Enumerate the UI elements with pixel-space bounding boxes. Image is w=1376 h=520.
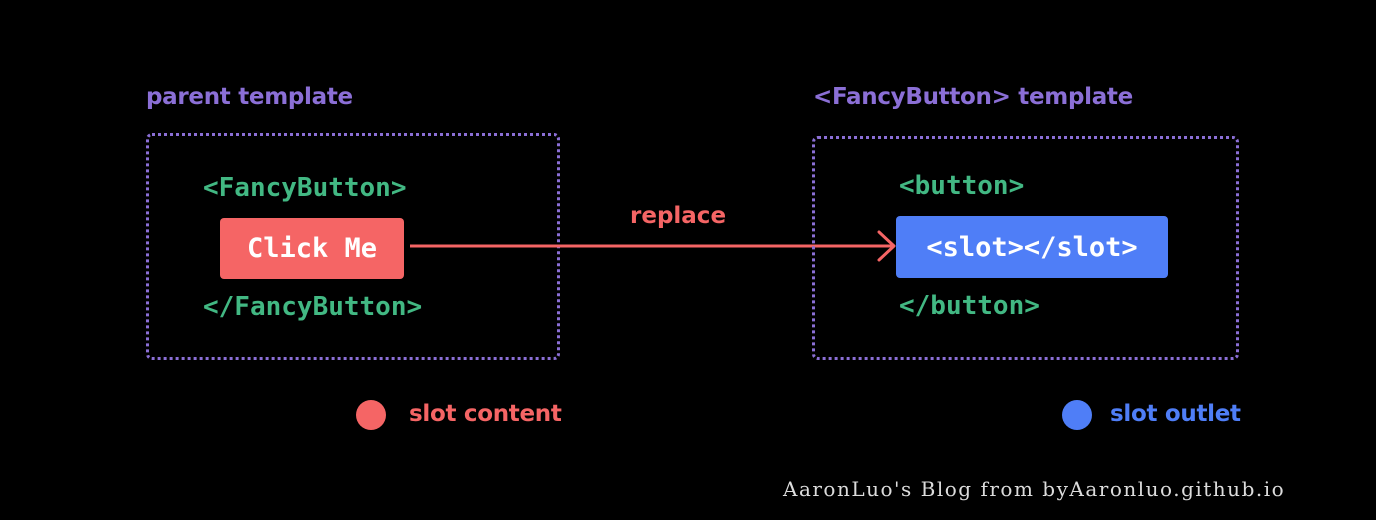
- slot-content-legend-dot: [356, 400, 386, 430]
- parent-open-tag: <FancyButton>: [203, 173, 407, 203]
- replace-label: replace: [630, 203, 727, 229]
- slot-outlet-legend-dot: [1062, 400, 1092, 430]
- slot-content-legend-label: slot content: [409, 401, 562, 427]
- blog-watermark: AaronLuo's Blog from byAaronluo.github.i…: [783, 477, 1286, 501]
- child-open-tag: <button>: [899, 171, 1025, 201]
- child-template-title: <FancyButton> template: [813, 84, 1133, 110]
- slot-content-chip: Click Me: [220, 218, 404, 279]
- parent-template-title: parent template: [146, 84, 353, 110]
- child-close-tag: </button>: [899, 291, 1040, 321]
- parent-close-tag: </FancyButton>: [203, 292, 423, 322]
- slot-outlet-chip: <slot></slot>: [896, 216, 1168, 278]
- child-template-box: [812, 136, 1239, 360]
- slot-outlet-legend-label: slot outlet: [1110, 401, 1241, 427]
